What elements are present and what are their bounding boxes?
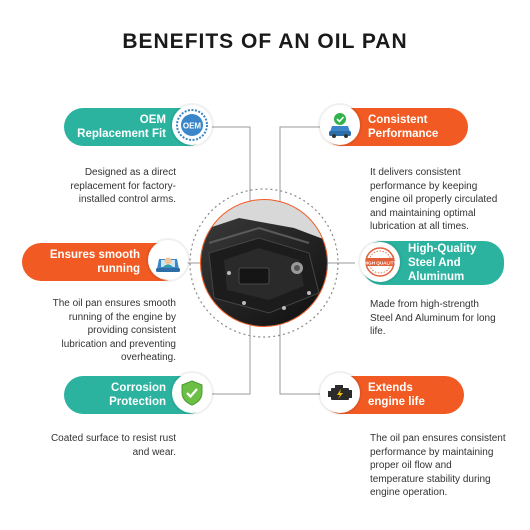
benefit-engine-life-description: The oil pan ensures consistent performan… (370, 433, 506, 498)
high-quality-stamp-icon: HIGH QUALITY (360, 242, 400, 282)
benefit-smooth-running-pill: Ensures smooth running (22, 240, 188, 281)
benefit-performance-label: Consistent Performance (368, 114, 439, 140)
oem-badge-text: OEM (183, 122, 202, 131)
benefit-corrosion-label: Corrosion Protection (109, 382, 166, 408)
benefit-smooth-running-description: The oil pan ensures smooth running of th… (52, 298, 176, 363)
benefit-oem-label: OEM Replacement Fit (77, 114, 166, 140)
benefit-corrosion-pill: Corrosion Protection (64, 373, 212, 414)
oil-pan-image (200, 199, 328, 327)
benefit-high-quality-label: High-Quality Steel And Aluminum (408, 243, 477, 283)
benefit-high-quality-description: Made from high-strength Steel And Alumin… (370, 299, 496, 337)
page-title: BENEFITS OF AN OIL PAN (122, 30, 408, 53)
shield-check-icon (172, 373, 212, 413)
benefit-high-quality-pill: High-Quality Steel And Aluminum HIGH QUA… (360, 241, 504, 285)
car-check-icon (320, 105, 360, 145)
benefit-performance-description: It delivers consistent performance by ke… (370, 167, 498, 232)
benefit-corrosion-description: Coated surface to resist rust and wear. (50, 433, 176, 458)
benefit-smooth-running-label: Ensures smooth running (49, 249, 140, 275)
benefit-performance-pill: Consistent Performance (320, 105, 468, 146)
benefit-oem-pill: OEM Replacement Fit OEM (64, 105, 212, 146)
oem-seal-icon: OEM (172, 105, 212, 145)
benefit-engine-life-pill: Extends engine life (320, 373, 464, 414)
benefit-engine-life-label: Extends engine life (368, 382, 425, 408)
engine-icon (320, 373, 360, 413)
high-quality-badge-text: HIGH QUALITY (364, 261, 397, 266)
driver-icon (148, 240, 188, 280)
benefit-oem-description: Designed as a direct replacement for fac… (70, 167, 176, 205)
